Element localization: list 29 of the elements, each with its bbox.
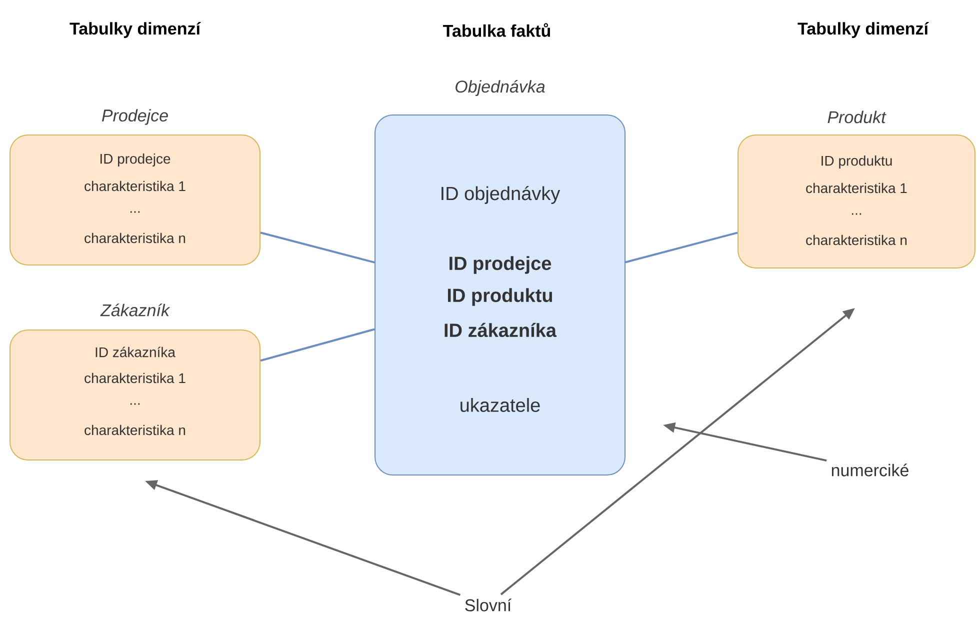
category-text: numerciké bbox=[832, 464, 908, 476]
table-name: Zákazník bbox=[100, 304, 170, 316]
field-text: charakteristika n bbox=[806, 234, 907, 246]
field-text: ID objednávky bbox=[442, 186, 560, 204]
field-text: charakteristika n bbox=[84, 232, 186, 244]
connector-line bbox=[260, 232, 375, 264]
key-field: ID produktu bbox=[448, 288, 552, 306]
table-name: Objednávka bbox=[456, 80, 545, 96]
connector-line bbox=[625, 232, 738, 264]
field-text: charakteristika 1 bbox=[806, 182, 907, 194]
section-heading: Tabulka faktů bbox=[443, 23, 550, 37]
category-text: Slovní bbox=[465, 598, 512, 612]
field-text: ... bbox=[130, 403, 140, 405]
key-field: ID zákazníka bbox=[444, 322, 557, 338]
field-text: charakteristika n bbox=[84, 424, 186, 436]
key-field: ID prodejce bbox=[450, 256, 552, 274]
field-text: charakteristika 1 bbox=[84, 372, 186, 384]
field-text: ... bbox=[130, 211, 140, 213]
connector-line bbox=[260, 328, 375, 362]
field-text: charakteristika 1 bbox=[84, 180, 186, 192]
field-text: ukazatele bbox=[460, 398, 540, 412]
field-text: ID zákazníka bbox=[96, 346, 176, 358]
table-name: Produkt bbox=[828, 110, 886, 124]
section-heading: Tabulky dimenzí bbox=[798, 22, 929, 38]
table-name: Prodejce bbox=[102, 109, 168, 125]
field-text: ID prodejce bbox=[100, 153, 170, 166]
section-heading: Tabulky dimenzí bbox=[70, 22, 201, 38]
field-text: ID produktu bbox=[822, 155, 892, 168]
field-text: ... bbox=[852, 213, 862, 215]
